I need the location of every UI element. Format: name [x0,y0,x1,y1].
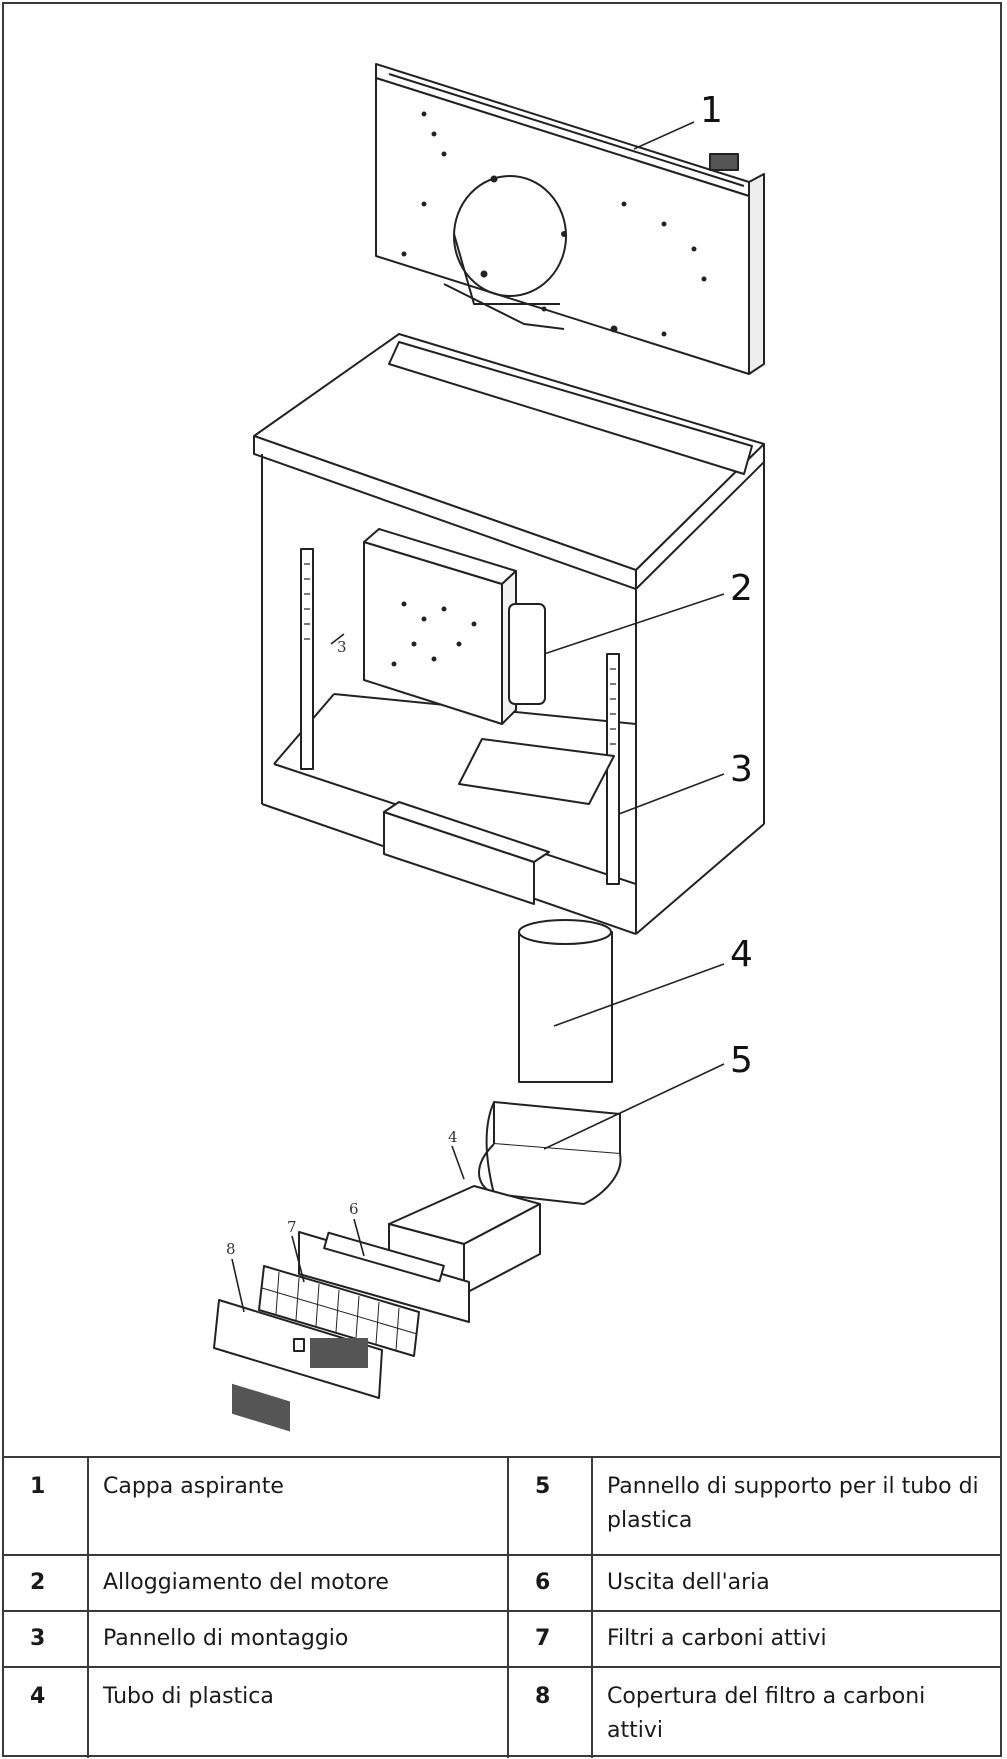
table-row: 2 Alloggiamento del motore 6 Uscita dell… [4,1554,1000,1611]
callout-4: 4 [730,934,753,975]
part-number: 2 [4,1554,89,1611]
table-row: 3 Pannello di montaggio 7 Filtri a carbo… [4,1610,1000,1667]
small-label-4: 4 [448,1128,458,1146]
part-description: Alloggiamento del motore [88,1554,509,1611]
exploded-view-drawing: 1 2 3 4 5 3 4 6 7 8 [4,4,1004,1456]
table-row: 4 Tubo di plastica 8 Copertura del filtr… [4,1666,1000,1758]
exploded-view-svg: 1 2 3 4 5 3 4 6 7 8 [213,63,765,1432]
callout-3: 3 [730,749,753,790]
part-number: 6 [508,1554,593,1611]
parts-legend-table: 1 Cappa aspirante 5 Pannello di supporto… [4,1456,1000,1758]
table-row: 1 Cappa aspirante 5 Pannello di supporto… [4,1456,1000,1555]
part-number: 5 [508,1456,593,1555]
motor-housing-part [363,528,615,805]
part-description: Uscita dell'aria [592,1554,1000,1611]
part-description: Pannello di supporto per il tubo di plas… [592,1456,1000,1555]
small-label-3: 3 [337,638,347,656]
part-description: Filtri a carboni attivi [592,1610,1000,1667]
carbon-filters-part [258,1265,420,1357]
callout-1: 1 [700,90,723,131]
cabinet [253,333,765,935]
tube-support-panel [478,1101,622,1205]
leader-lines [231,121,725,1313]
part-number: 4 [4,1666,89,1758]
part-number: 1 [4,1456,89,1555]
filter-cover-part [213,1299,383,1432]
plastic-tube-upright [518,919,613,1083]
part-description: Tubo di plastica [88,1666,509,1758]
part-description: Copertura del filtro a carboni attivi [592,1666,1000,1758]
small-label-7: 7 [287,1218,297,1236]
small-label-6: 6 [349,1200,359,1218]
callout-5: 5 [730,1040,753,1081]
part-number: 7 [508,1610,593,1667]
callout-2: 2 [730,568,753,609]
hood-part [375,63,765,375]
part-description: Pannello di montaggio [88,1610,509,1667]
small-label-8: 8 [226,1240,236,1258]
part-number: 3 [4,1610,89,1667]
part-number: 8 [508,1666,593,1758]
part-description: Cappa aspirante [88,1456,509,1555]
